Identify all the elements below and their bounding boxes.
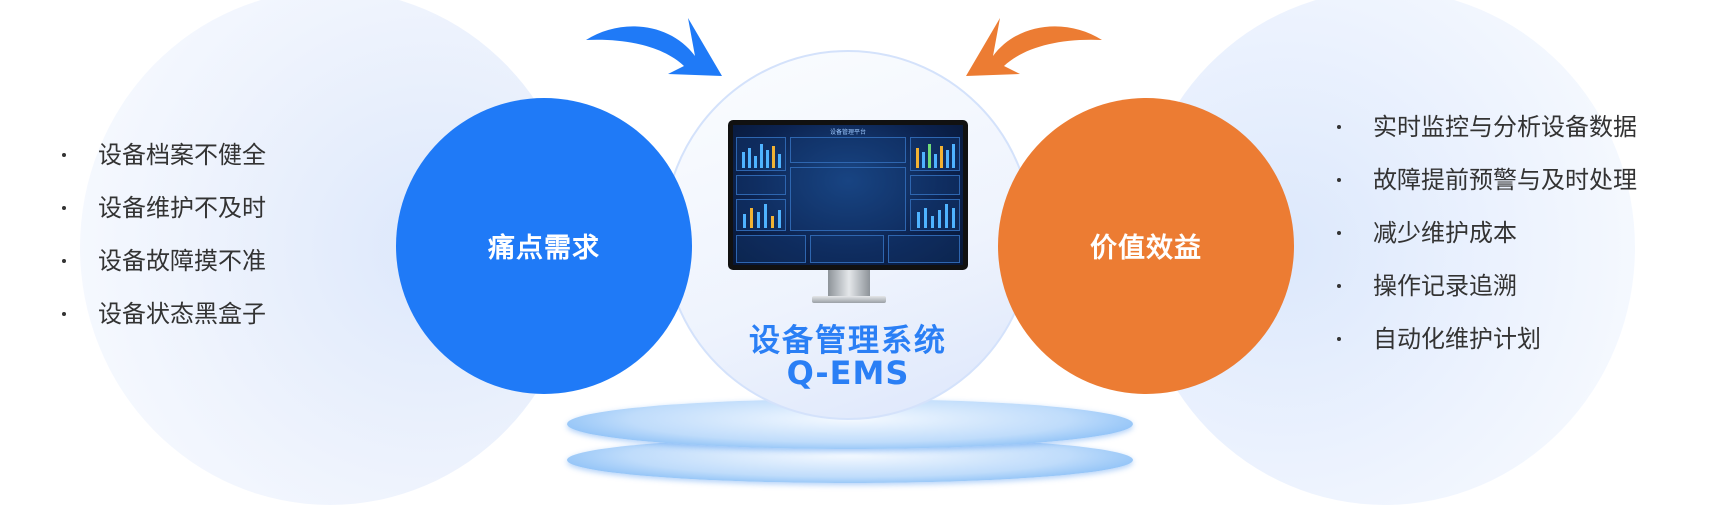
monitor-foot xyxy=(812,296,886,303)
pain-points-list: 设备档案不健全 设备维护不及时 设备故障摸不准 设备状态黑盒子 xyxy=(58,140,266,352)
list-item: 操作记录追溯 xyxy=(1333,271,1637,324)
blue-arrow-icon xyxy=(586,18,722,76)
pain-points-label: 痛点需求 xyxy=(488,233,600,264)
dashboard-screen: 设备管理平台 xyxy=(733,125,963,265)
list-item: 实时监控与分析设备数据 xyxy=(1333,112,1637,165)
value-benefits-list: 实时监控与分析设备数据 故障提前预警与及时处理 减少维护成本 操作记录追溯 自动… xyxy=(1333,112,1637,377)
list-item: 设备故障摸不准 xyxy=(58,246,266,299)
system-code: Q-EMS xyxy=(786,354,910,392)
list-item: 故障提前预警与及时处理 xyxy=(1333,165,1637,218)
monitor-stand xyxy=(828,270,870,298)
value-benefits-circle: 价值效益 xyxy=(998,98,1294,394)
pain-points-circle: 痛点需求 xyxy=(396,98,692,394)
list-item: 自动化维护计划 xyxy=(1333,324,1637,377)
system-name: 设备管理系统 xyxy=(749,323,947,359)
orange-arrow-icon xyxy=(966,18,1102,76)
list-item: 减少维护成本 xyxy=(1333,218,1637,271)
list-item: 设备状态黑盒子 xyxy=(58,299,266,352)
list-item: 设备维护不及时 xyxy=(58,193,266,246)
monitor: 设备管理平台 xyxy=(728,120,968,270)
screen-title: 设备管理平台 xyxy=(829,129,866,136)
list-item: 设备档案不健全 xyxy=(58,140,266,193)
value-benefits-label: 价值效益 xyxy=(1090,233,1202,264)
